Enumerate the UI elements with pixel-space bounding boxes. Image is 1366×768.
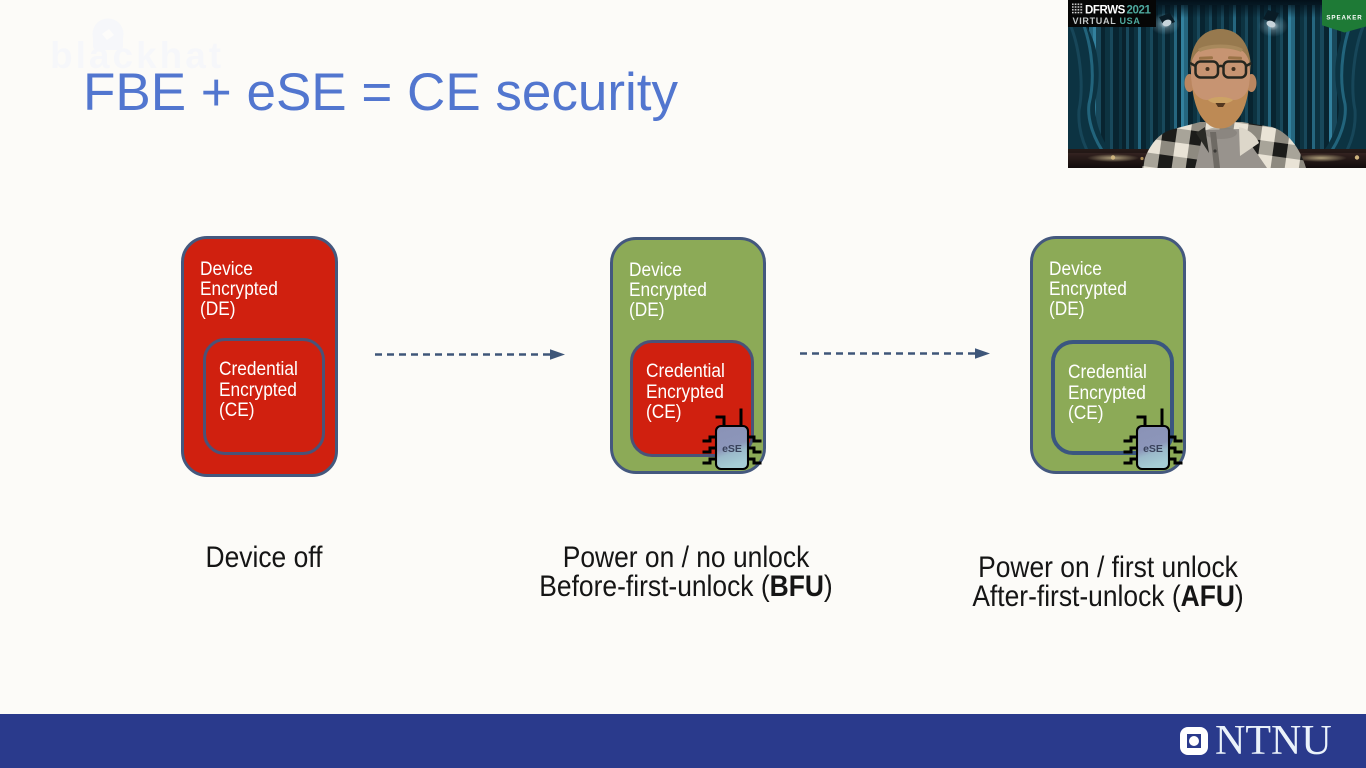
svg-text:eSE: eSE bbox=[722, 443, 742, 455]
svg-text:DFRWS: DFRWS bbox=[1085, 5, 1126, 17]
svg-text:2021: 2021 bbox=[1127, 5, 1152, 17]
svg-text:eSE: eSE bbox=[1143, 443, 1163, 455]
svg-text:SPEAKER: SPEAKER bbox=[1326, 15, 1362, 22]
svg-text:VIRTUAL USA: VIRTUAL USA bbox=[1073, 16, 1141, 26]
